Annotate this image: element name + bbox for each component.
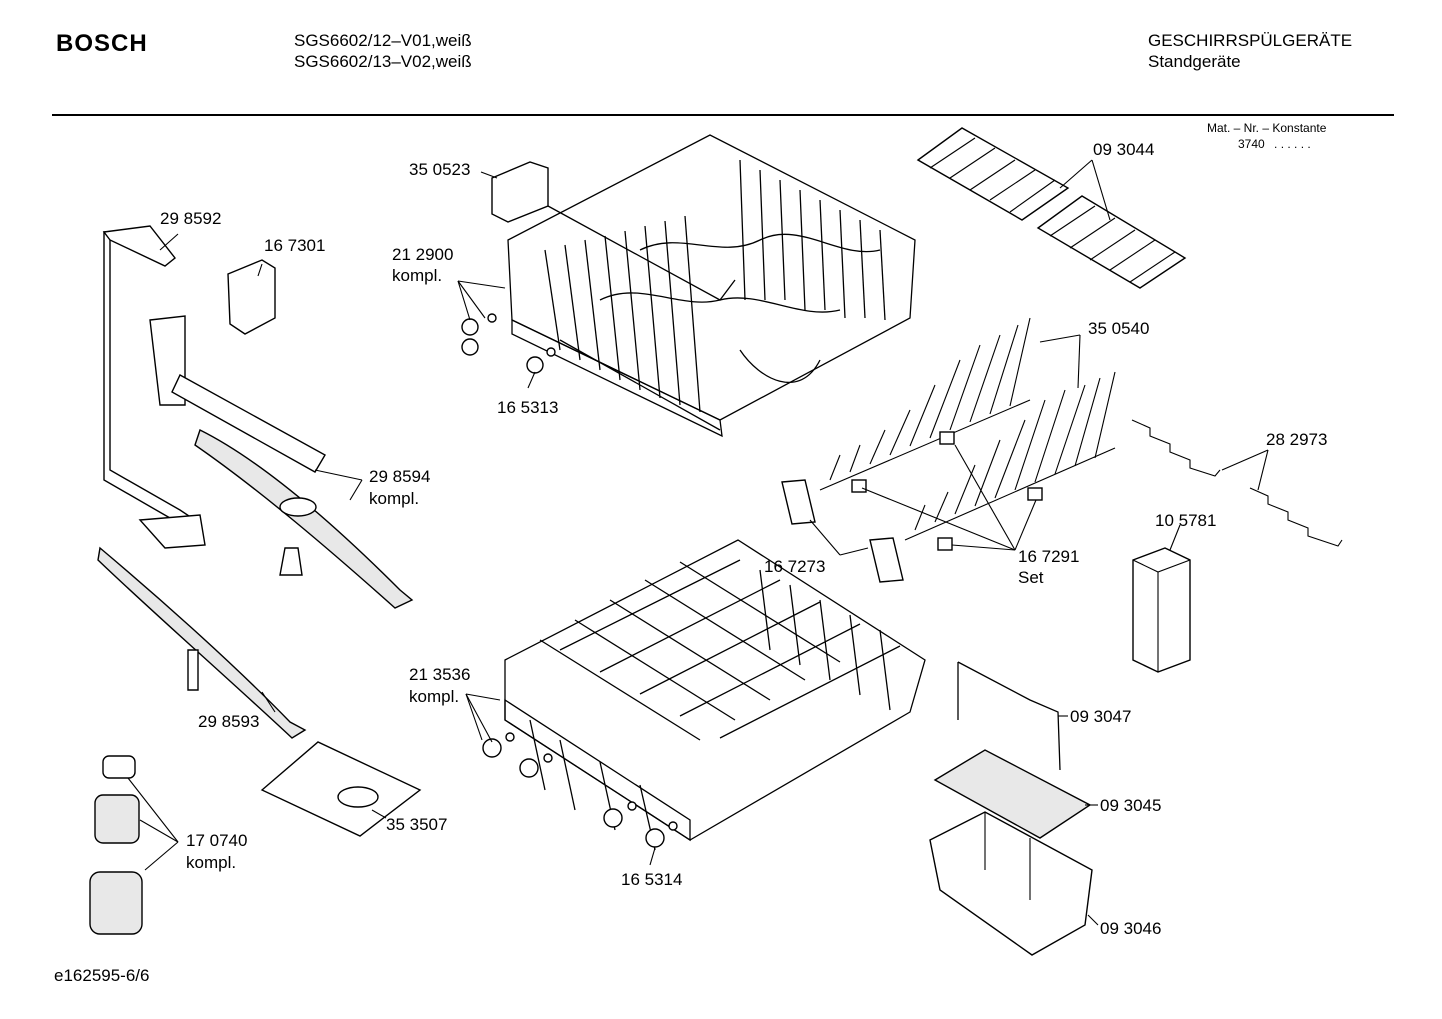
- part-label-093045: 09 3045: [1100, 796, 1162, 815]
- part-label-212900-kompl: kompl.: [392, 266, 443, 285]
- part-label-165313: 16 5313: [497, 398, 559, 417]
- part-label-298594-kompl: kompl.: [369, 489, 420, 508]
- part-label-213536-kompl: kompl.: [409, 687, 460, 706]
- category-block: GESCHIRRSPÜLGERÄTE Standgeräte: [1148, 30, 1352, 72]
- part-label-170740: 17 0740: [186, 831, 248, 850]
- part-label-167273: 16 7273: [764, 557, 826, 576]
- model-list: SGS6602/12–V01,weiß SGS6602/13–V02,weiß: [294, 30, 472, 72]
- brand-logo: BOSCH: [56, 30, 148, 57]
- part-label-298594: 29 8594: [369, 467, 431, 486]
- category-title: GESCHIRRSPÜLGERÄTE: [1148, 31, 1353, 50]
- header-divider: [52, 114, 1394, 116]
- lower-basket-drawing: [482, 539, 926, 851]
- model-line-2: SGS6602/13–V02,weiß: [294, 52, 472, 71]
- part-label-212900: 21 2900: [392, 245, 454, 264]
- cutlery-basket-drawing: [929, 661, 1093, 956]
- knife-rails-drawing: [1131, 419, 1343, 547]
- cutlery-cup-drawing: [1132, 547, 1191, 673]
- leader-lines: [127, 159, 1269, 926]
- part-label-353507: 35 3507: [386, 815, 448, 834]
- part-label-093046: 09 3046: [1100, 919, 1162, 938]
- part-label-213536: 21 3536: [409, 665, 471, 684]
- mat-nr-label: Mat. – Nr. – Konstante: [1207, 121, 1327, 135]
- part-label-167301: 16 7301: [264, 236, 326, 255]
- category-subtitle: Standgeräte: [1148, 52, 1241, 71]
- part-label-105781: 10 5781: [1155, 511, 1217, 530]
- mat-nr-dots: . . . . . .: [1274, 137, 1311, 151]
- mat-nr-value: 3740 . . . . . .: [1238, 136, 1311, 152]
- part-label-093047: 09 3047: [1070, 707, 1132, 726]
- tine-rows-drawing: [781, 317, 1116, 583]
- part-label-350540: 35 0540: [1088, 319, 1150, 338]
- model-line-1: SGS6602/12–V01,weiß: [294, 31, 472, 50]
- part-label-298592: 29 8592: [160, 209, 222, 228]
- part-label-282973: 28 2973: [1266, 430, 1328, 449]
- part-label-165314: 16 5314: [621, 870, 683, 889]
- cup-racks-drawing: [916, 127, 1187, 289]
- mat-nr-number: 3740: [1238, 137, 1265, 151]
- part-label-167291: 16 7291: [1018, 547, 1080, 566]
- upper-basket-drawing: [461, 134, 916, 438]
- part-label-350523: 35 0523: [409, 160, 471, 179]
- part-label-167291-set: Set: [1018, 568, 1044, 587]
- part-label-298593: 29 8593: [198, 712, 260, 731]
- spray-system-drawing: [97, 225, 422, 837]
- drawing-id: e162595-6/6: [54, 966, 150, 985]
- part-label-170740-kompl: kompl.: [186, 853, 237, 872]
- part-label-093044: 09 3044: [1093, 140, 1155, 159]
- filter-drawing: [89, 755, 143, 935]
